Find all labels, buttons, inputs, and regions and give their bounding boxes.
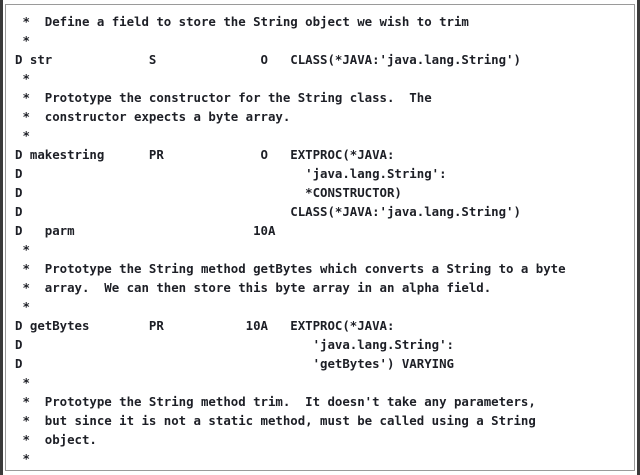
right-edge-rule — [637, 0, 640, 475]
code-line: * but since it is not a static method, m… — [15, 413, 536, 428]
code-line: * Prototype the String method trim. It d… — [15, 394, 536, 409]
code-line: * Define a field to store the String obj… — [15, 14, 469, 29]
code-line: D 'getBytes') VARYING — [15, 356, 454, 371]
code-line: D 'java.lang.String': — [15, 337, 454, 352]
code-line: D makestring PR O EXTPROC(*JAVA: — [15, 147, 395, 162]
code-line: * Prototype the constructor for the Stri… — [15, 90, 432, 105]
code-line: * — [15, 71, 30, 86]
code-line: * — [15, 299, 30, 314]
code-line: * — [15, 242, 30, 257]
code-line: * — [15, 128, 30, 143]
code-line: D parm 10A — [15, 223, 276, 238]
code-line: D getBytes PR 10A EXTPROC(*JAVA: — [15, 318, 395, 333]
code-listing: * Define a field to store the String obj… — [6, 5, 634, 470]
code-line: * constructor expects a byte array. — [15, 109, 291, 124]
code-line: * Prototype the String method getBytes w… — [15, 261, 566, 276]
code-line: * object. — [15, 432, 97, 447]
code-line: D 'java.lang.String': — [15, 166, 447, 181]
left-edge-rule — [0, 0, 3, 475]
code-line: D str S O CLASS(*JAVA:'java.lang.String'… — [15, 52, 521, 67]
code-line: * — [15, 33, 30, 48]
code-panel: * Define a field to store the String obj… — [5, 4, 635, 471]
code-line: D trimstring PR O EXTPROC(*JAVA: — [15, 468, 634, 470]
code-line: D CLASS(*JAVA:'java.lang.String') — [15, 204, 521, 219]
code-line: * array. We can then store this byte arr… — [15, 280, 492, 295]
code-line: * — [15, 375, 30, 390]
code-line: * — [15, 451, 30, 466]
code-line: D *CONSTRUCTOR) — [15, 185, 402, 200]
